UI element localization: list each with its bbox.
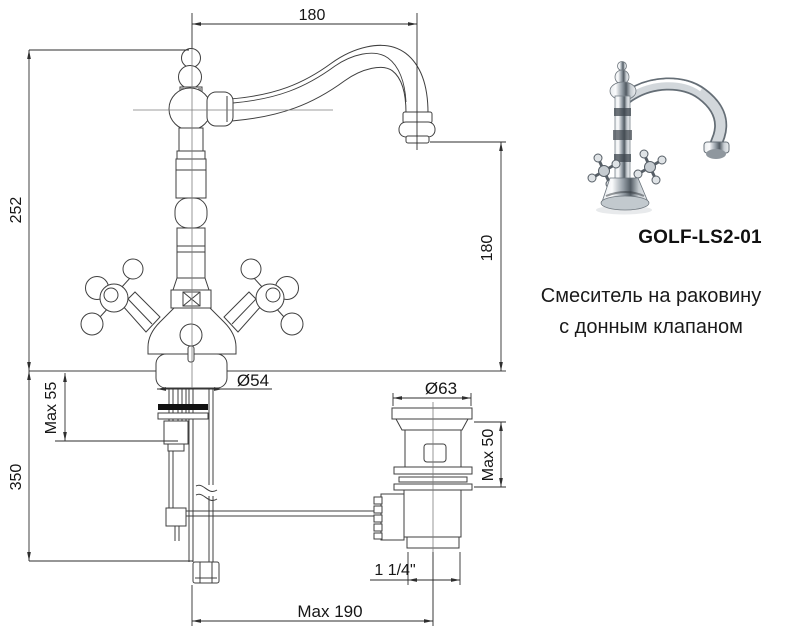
product-code: GOLF-LS2-01 <box>638 227 762 248</box>
spout <box>229 44 436 144</box>
popup-rod <box>165 451 381 541</box>
aerator-rim <box>405 135 430 144</box>
handle-left <box>80 258 161 336</box>
drain-flange <box>391 407 473 420</box>
aerator-collar <box>402 111 433 124</box>
product-description-line-1: Смеситель на раковину <box>540 285 762 307</box>
label-spout-height: 180 <box>479 235 496 262</box>
dimension-lines <box>27 13 506 626</box>
dim-under-counter <box>27 370 193 562</box>
finial-ball-large <box>178 65 202 89</box>
label-drain-flange: Ø63 <box>425 379 457 398</box>
spout-ring-joint <box>206 91 234 127</box>
label-deck-thickness: Max 55 <box>43 382 60 435</box>
dim-drain-thread <box>370 552 461 585</box>
dim-rod-reach <box>191 552 434 626</box>
mount-collar <box>170 289 212 309</box>
drain-valve <box>373 407 473 549</box>
label-under-counter: 350 <box>8 464 25 491</box>
popup-knob <box>179 323 203 363</box>
drain-lower-body <box>403 489 462 538</box>
finial-ball-small <box>181 48 201 68</box>
dimension-labels: 180 252 350 Max 55 180 Ø54 Ø63 Max 50 1 … <box>8 7 497 621</box>
dim-deck-thickness <box>55 372 178 442</box>
clamp-plate <box>157 412 209 420</box>
label-base-diameter: Ø54 <box>237 371 269 390</box>
knurled-nut <box>373 493 405 541</box>
drain-window <box>423 443 447 463</box>
dim-drain-clamp <box>474 421 506 488</box>
photo-finial <box>617 61 627 71</box>
product-description-line-2: с донным клапаном <box>559 316 743 338</box>
mounting-hardware <box>157 388 381 584</box>
mounting-nut <box>163 420 189 452</box>
faucet-outline <box>29 44 506 389</box>
handle-right <box>223 258 304 336</box>
dim-spout-reach <box>191 13 418 150</box>
product-photo <box>587 61 730 215</box>
product-description: Смеситель на раковину с донным клапаном <box>520 281 782 343</box>
label-total-height: 252 <box>8 197 25 224</box>
pipe-end-fitting <box>192 561 220 584</box>
photo-handle-right <box>633 149 667 185</box>
dim-total-height <box>27 49 189 372</box>
faucet-head <box>168 48 234 131</box>
body-sphere <box>168 87 212 131</box>
photo-base <box>600 195 650 211</box>
column-ball <box>174 197 208 229</box>
technical-drawing: 180 252 350 Max 55 180 Ø54 Ø63 Max 50 1 … <box>8 7 506 626</box>
label-spout-reach: 180 <box>299 7 326 24</box>
label-rod-reach: Max 190 <box>297 602 362 621</box>
rubber-gasket <box>158 404 208 410</box>
dim-drain-flange <box>392 393 472 406</box>
photo-aerator-tip <box>706 149 726 159</box>
photo-handle-left <box>587 153 621 189</box>
dim-spout-height <box>430 141 506 372</box>
label-drain-clamp: Max 50 <box>480 429 497 482</box>
column <box>172 127 210 291</box>
photo-faucet <box>587 61 730 215</box>
label-drain-thread: 1 1/4" <box>374 562 415 579</box>
